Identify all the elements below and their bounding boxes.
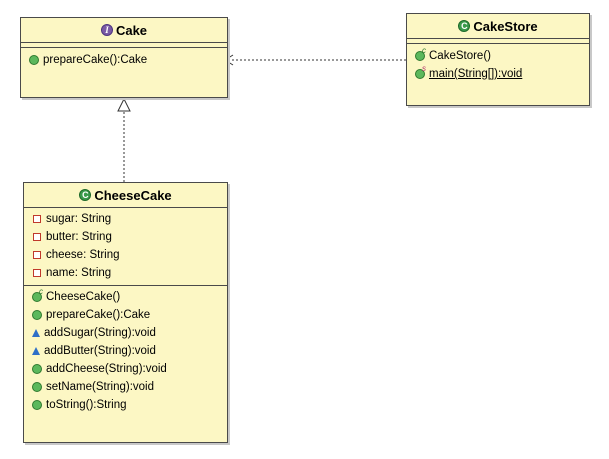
public-method-icon [32,400,42,410]
cheesecake-method: addCheese(String):void [24,360,227,378]
private-field-icon [33,251,41,259]
realization-triangle [117,97,131,112]
cheesecake-field: sugar: String [24,210,227,228]
cheesecake-method: setName(String):void [24,378,227,396]
cakestore-class-box[interactable]: C CakeStore c CakeStore() s main(String[… [406,13,590,106]
public-method-icon [29,55,39,65]
public-constructor-icon: c [415,46,426,61]
protected-method-icon [32,347,40,355]
cheesecake-methods-compartment: c CheeseCake() prepareCake():Cake addSug… [24,286,227,417]
cheesecake-method: c CheeseCake() [24,287,227,306]
private-field-icon [33,269,41,277]
public-constructor-icon: c [32,287,43,302]
cheesecake-name: CheeseCake [94,187,172,203]
interface-icon: I [100,24,113,36]
cakestore-method: s main(String[]):void [407,64,589,83]
cakestore-name: CakeStore [473,18,538,34]
cheesecake-field: name: String [24,264,227,282]
cake-methods-compartment: prepareCake():Cake [21,48,227,72]
cheesecake-method: addButter(String):void [24,342,227,360]
public-method-icon [32,382,42,392]
cake-name: Cake [115,22,148,38]
public-static-method-icon: s [415,64,426,79]
cakestore-method: c CakeStore() [407,46,589,65]
private-field-icon [33,215,41,223]
cake-title: I Cake [21,18,227,43]
private-field-icon [33,233,41,241]
public-method-icon [32,364,42,374]
cake-method: prepareCake():Cake [21,51,227,69]
class-icon: C [79,189,92,201]
cheesecake-field: butter: String [24,228,227,246]
cheesecake-field: cheese: String [24,246,227,264]
public-method-icon [32,310,42,320]
protected-method-icon [32,329,40,337]
cakestore-methods-compartment: c CakeStore() s main(String[]):void [407,44,589,86]
cheesecake-fields-compartment: sugar: String butter: String cheese: Str… [24,208,227,286]
cheesecake-method: prepareCake():Cake [24,306,227,324]
cheesecake-class-box[interactable]: C CheeseCake sugar: String butter: Strin… [23,182,228,443]
class-icon: C [458,20,471,32]
cakestore-title: C CakeStore [407,14,589,39]
cheesecake-method: addSugar(String):void [24,324,227,342]
cheesecake-title: C CheeseCake [24,183,227,208]
cakestore-attributes-compartment [407,39,589,44]
cake-interface-box[interactable]: I Cake prepareCake():Cake [20,17,228,98]
cheesecake-method: toString():String [24,396,227,414]
cake-attributes-compartment [21,43,227,48]
